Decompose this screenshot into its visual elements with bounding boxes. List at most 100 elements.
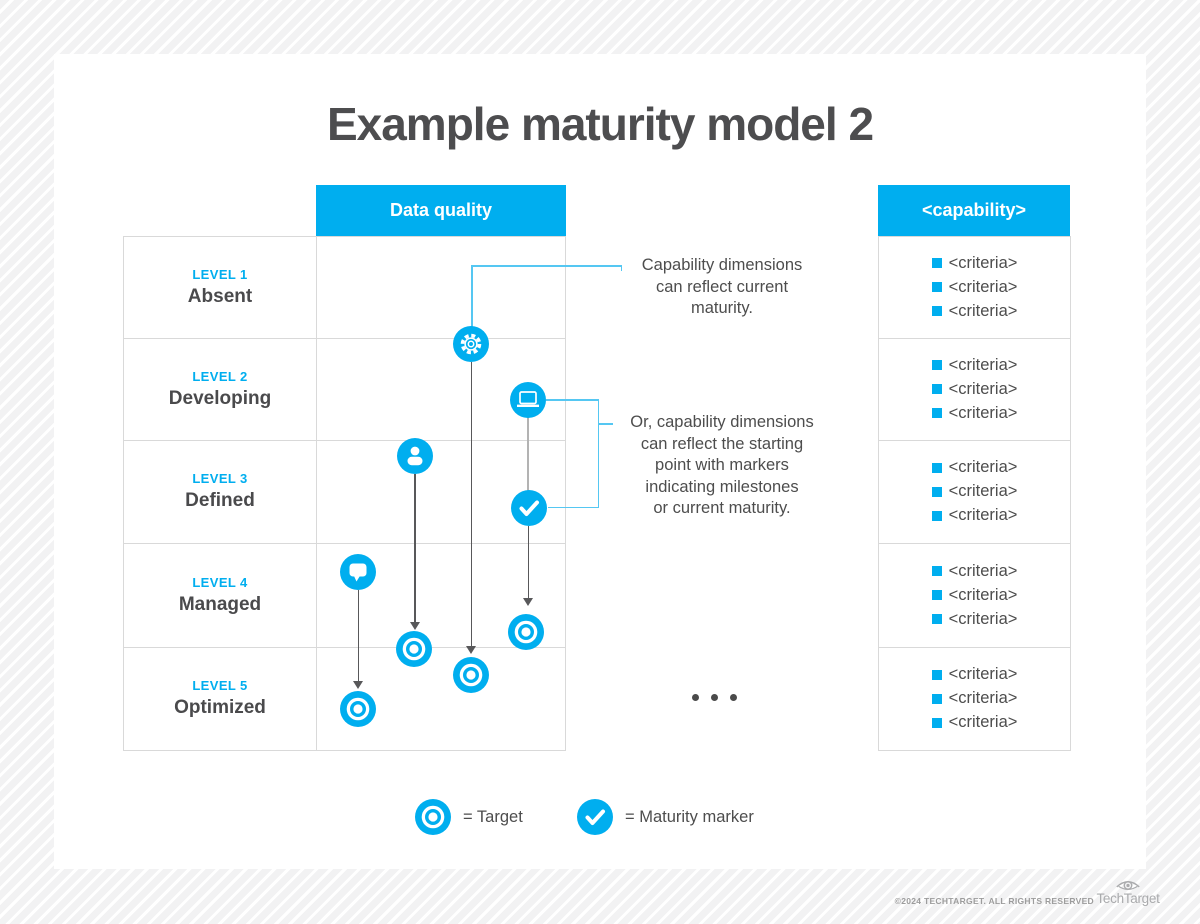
criteria-bullet-icon — [931, 462, 942, 473]
callout-line — [599, 423, 613, 425]
criteria-bullet-icon — [931, 693, 942, 704]
level-cell-5: LEVEL 5 Optimized — [124, 647, 316, 750]
criteria-label: <criteria> — [948, 689, 1018, 707]
arrow-line — [414, 474, 416, 622]
grid-line — [1070, 236, 1071, 750]
level-4-tier: LEVEL 4 — [192, 574, 248, 590]
target-icon — [508, 614, 544, 650]
copyright-text: ©2024 TECHTARGET. ALL RIGHTS RESERVED — [894, 896, 1094, 906]
level-5-tier: LEVEL 5 — [192, 678, 248, 693]
connector-line — [526, 415, 530, 492]
callout-line — [471, 265, 622, 267]
grid-line — [123, 647, 566, 648]
level-2-tier: LEVEL 2 — [192, 368, 248, 384]
criteria-item: <criteria> — [931, 504, 1018, 528]
arrow-head — [409, 622, 420, 630]
grid-line — [123, 543, 566, 544]
legend-target-icon — [415, 799, 451, 835]
person-icon — [397, 438, 433, 474]
arrow-line — [527, 526, 529, 598]
criteria-item: <criteria> — [931, 607, 1017, 631]
grid-line — [878, 236, 1071, 237]
speech-bubble-icon — [340, 554, 376, 590]
grid-line — [123, 750, 566, 751]
eye-icon — [1116, 880, 1140, 890]
criteria-item: <criteria> — [931, 583, 1017, 607]
criteria-bullet-icon — [931, 717, 942, 728]
arrow-head — [353, 681, 363, 689]
arrow-line — [357, 590, 359, 681]
grid-line — [123, 338, 566, 339]
criteria-item: <criteria> — [931, 456, 1018, 480]
criteria-cell-1: <criteria> <criteria> <criteria> — [879, 236, 1070, 338]
criteria-label: <criteria> — [948, 379, 1018, 398]
level-cell-3: LEVEL 3 Defined — [124, 440, 316, 543]
level-3-name: Defined — [185, 490, 255, 511]
grid-line — [878, 236, 879, 750]
criteria-item: <criteria> — [931, 377, 1018, 401]
techtarget-logo: TechTarget — [1096, 878, 1160, 906]
arrow-line — [470, 362, 472, 646]
page-title: Example maturity model 2 — [326, 98, 874, 150]
level-cell-1: LEVEL 1 Absent — [124, 236, 316, 338]
criteria-cell-2: <criteria> <criteria> <criteria> — [879, 338, 1070, 440]
criteria-item: <criteria> — [931, 353, 1017, 377]
legend-maturity-marker-label: = Maturity marker — [625, 808, 754, 826]
criteria-label: <criteria> — [948, 713, 1018, 731]
target-icon — [453, 657, 489, 693]
grid-line — [123, 236, 566, 237]
criteria-label: <criteria> — [948, 482, 1018, 500]
data-quality-header-label: Data quality — [389, 200, 493, 220]
criteria-item: <criteria> — [931, 711, 1018, 735]
criteria-bullet-icon — [931, 669, 942, 680]
criteria-item: <criteria> — [931, 251, 1018, 275]
grid-line — [878, 440, 1071, 441]
grid-line — [878, 647, 1071, 648]
criteria-label: <criteria> — [948, 561, 1018, 580]
gear-icon — [453, 326, 489, 362]
laptop-icon — [510, 382, 546, 418]
criteria-bullet-icon — [931, 258, 942, 268]
criteria-bullet-icon — [931, 510, 942, 521]
criteria-cell-3: <criteria> <criteria> <criteria> — [879, 440, 1070, 543]
legend-target-label: = Target — [463, 808, 523, 826]
criteria-label: <criteria> — [948, 458, 1018, 476]
target-icon — [340, 691, 376, 727]
criteria-bullet-icon — [931, 614, 942, 624]
data-quality-header: Data quality — [316, 185, 566, 236]
target-icon — [396, 631, 432, 667]
level-cell-2: LEVEL 2 Developing — [124, 338, 316, 440]
criteria-item: <criteria> — [931, 275, 1017, 299]
criteria-item: <criteria> — [931, 687, 1018, 711]
level-4-name: Managed — [178, 593, 262, 615]
level-5-name: Optimized — [174, 697, 266, 718]
grid-line — [878, 338, 1071, 339]
capability-header-label: <capability> — [921, 200, 1027, 220]
criteria-item: <criteria> — [931, 663, 1017, 687]
annotation-current-maturity: Capability dimensions can reflect curren… — [641, 256, 803, 317]
dot-icon — [692, 694, 699, 701]
criteria-bullet-icon — [931, 408, 942, 418]
criteria-bullet-icon — [931, 360, 942, 370]
criteria-item: <criteria> — [931, 480, 1018, 504]
grid-line — [123, 440, 566, 441]
callout-line — [546, 399, 599, 401]
grid-line — [316, 236, 317, 750]
callout-line — [548, 506, 599, 508]
criteria-cell-4: <criteria> <criteria> <criteria> — [879, 543, 1070, 647]
dot-icon — [730, 694, 737, 701]
level-1-tier: LEVEL 1 — [192, 266, 248, 282]
criteria-cell-5: <criteria> <criteria> <criteria> — [879, 647, 1070, 750]
level-2-name: Developing — [168, 387, 272, 409]
criteria-bullet-icon — [931, 486, 942, 497]
callout-line — [471, 265, 473, 327]
brand-text: TechTarget — [1096, 891, 1160, 906]
callout-line — [620, 265, 622, 271]
criteria-label: <criteria> — [948, 403, 1018, 422]
criteria-label: <criteria> — [948, 506, 1018, 524]
level-3-tier: LEVEL 3 — [192, 471, 248, 486]
criteria-item: <criteria> — [931, 401, 1018, 425]
level-1-name: Absent — [187, 285, 253, 307]
criteria-label: <criteria> — [948, 253, 1018, 272]
